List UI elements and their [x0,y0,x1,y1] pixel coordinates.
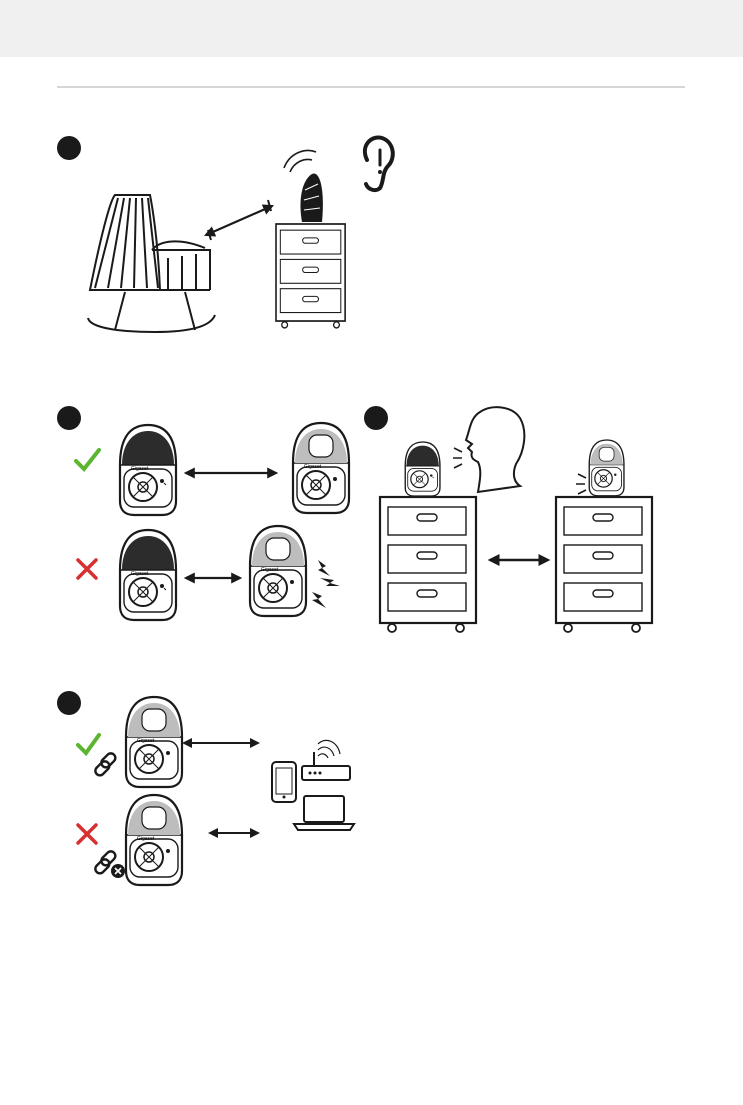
check-icon [78,735,99,753]
cradle-icon [88,195,215,332]
brand-label: Gigaset [137,738,155,744]
baby-unit-icon [589,440,624,496]
distance-arrow [206,206,272,235]
dresser-icon [556,497,652,632]
brand-label: Gigaset [261,567,279,573]
brand-label: Gigaset [131,466,149,472]
ear-icon [365,137,393,190]
brand-label: Gigaset [131,571,149,577]
brand-label: Gigaset [304,464,322,470]
check-icon [76,450,99,469]
baby-unit-icon [284,151,323,222]
link-broken-icon [94,850,125,878]
cross-icon [78,825,96,843]
phone-icon [272,762,296,802]
dresser-icon [276,224,345,328]
signal-loss-icon [312,560,340,608]
brand-label: Gigaset [137,836,155,842]
router-icon [302,740,350,780]
laptop-icon [294,796,354,830]
person-speaking-icon [466,407,524,492]
baby-unit-icon [405,442,440,496]
dresser-icon [380,497,476,632]
cross-icon [78,560,96,578]
link-icon [94,752,118,778]
